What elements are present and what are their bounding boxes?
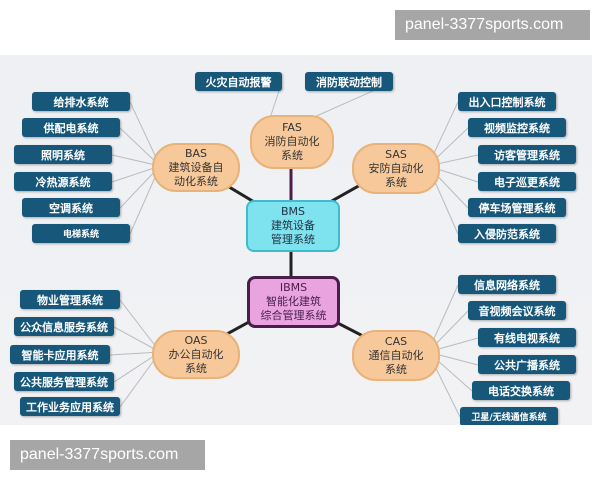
watermark-top: panel-3377sports.com [395,10,590,40]
bas-item[interactable]: 冷热源系统 [14,172,112,191]
node-name1: 建筑设备自 [168,160,224,174]
node-code: OAS [184,333,208,347]
node-name1: 消防自动化 [264,135,320,148]
cas-item[interactable]: 卫星/无线通信系统 [460,407,558,425]
oas-item[interactable]: 公众信息服务系统 [14,317,114,336]
node-code: BMS [280,205,306,218]
fas-item[interactable]: 火灾自动报警 [195,72,282,91]
bas-item[interactable]: 供配电系统 [22,118,120,137]
node-name2: 动化系统 [174,174,218,188]
cas-item[interactable]: 音视频会议系统 [468,301,566,320]
node-code: CAS [384,334,408,348]
connector-line [109,351,161,356]
fas-item[interactable]: 消防联动控制 [305,72,393,91]
node-name2: 管理系统 [271,233,315,246]
node-name1: 办公自动化 [168,347,224,361]
node-name1: 安防自动化 [368,161,424,175]
node-name2: 系统 [281,149,303,162]
node-code: BAS [184,146,208,160]
node-name1: 智能化建筑 [266,295,321,308]
bas-item[interactable]: 照明系统 [14,145,112,164]
node-name2: 系统 [385,362,407,376]
node-name2: 系统 [185,361,207,375]
cas-item[interactable]: 公共广播系统 [478,355,576,374]
oas-item[interactable]: 公共服务管理系统 [14,372,114,391]
watermark-bottom: panel-3377sports.com [10,440,205,470]
bas-item[interactable]: 电梯系统 [32,224,130,243]
sas-item[interactable]: 电子巡更系统 [478,172,576,191]
oas-item[interactable]: 工作业务应用系统 [20,397,120,416]
cas-item[interactable]: 电话交换系统 [472,381,570,400]
cas-item[interactable]: 信息网络系统 [458,275,556,294]
oas-item[interactable]: 物业管理系统 [20,290,120,309]
node-name2: 系统 [385,175,407,189]
node-code: SAS [385,147,407,161]
bas-item[interactable]: 给排水系统 [32,92,130,111]
sas-item[interactable]: 停车场管理系统 [468,198,566,217]
node-code: FAS [282,121,302,134]
node-name1: 建筑设备 [271,219,315,232]
sas-item[interactable]: 入侵防范系统 [458,224,556,243]
node-code: IBMS [279,281,308,294]
cas-item[interactable]: 有线电视系统 [478,328,576,347]
oas-item[interactable]: 智能卡应用系统 [10,345,110,364]
sas-item[interactable]: 访客管理系统 [478,145,576,164]
system-diagram: 给排水系统供配电系统照明系统冷热源系统空调系统电梯系统 火灾自动报警 消防联动控制出… [0,55,592,425]
bas-item[interactable]: 空调系统 [22,198,120,217]
node-name2: 综合管理系统 [260,309,327,322]
node-name1: 通信自动化 [368,348,424,362]
sas-item[interactable]: 出入口控制系统 [458,92,556,111]
sas-item[interactable]: 视频监控系统 [468,118,566,137]
